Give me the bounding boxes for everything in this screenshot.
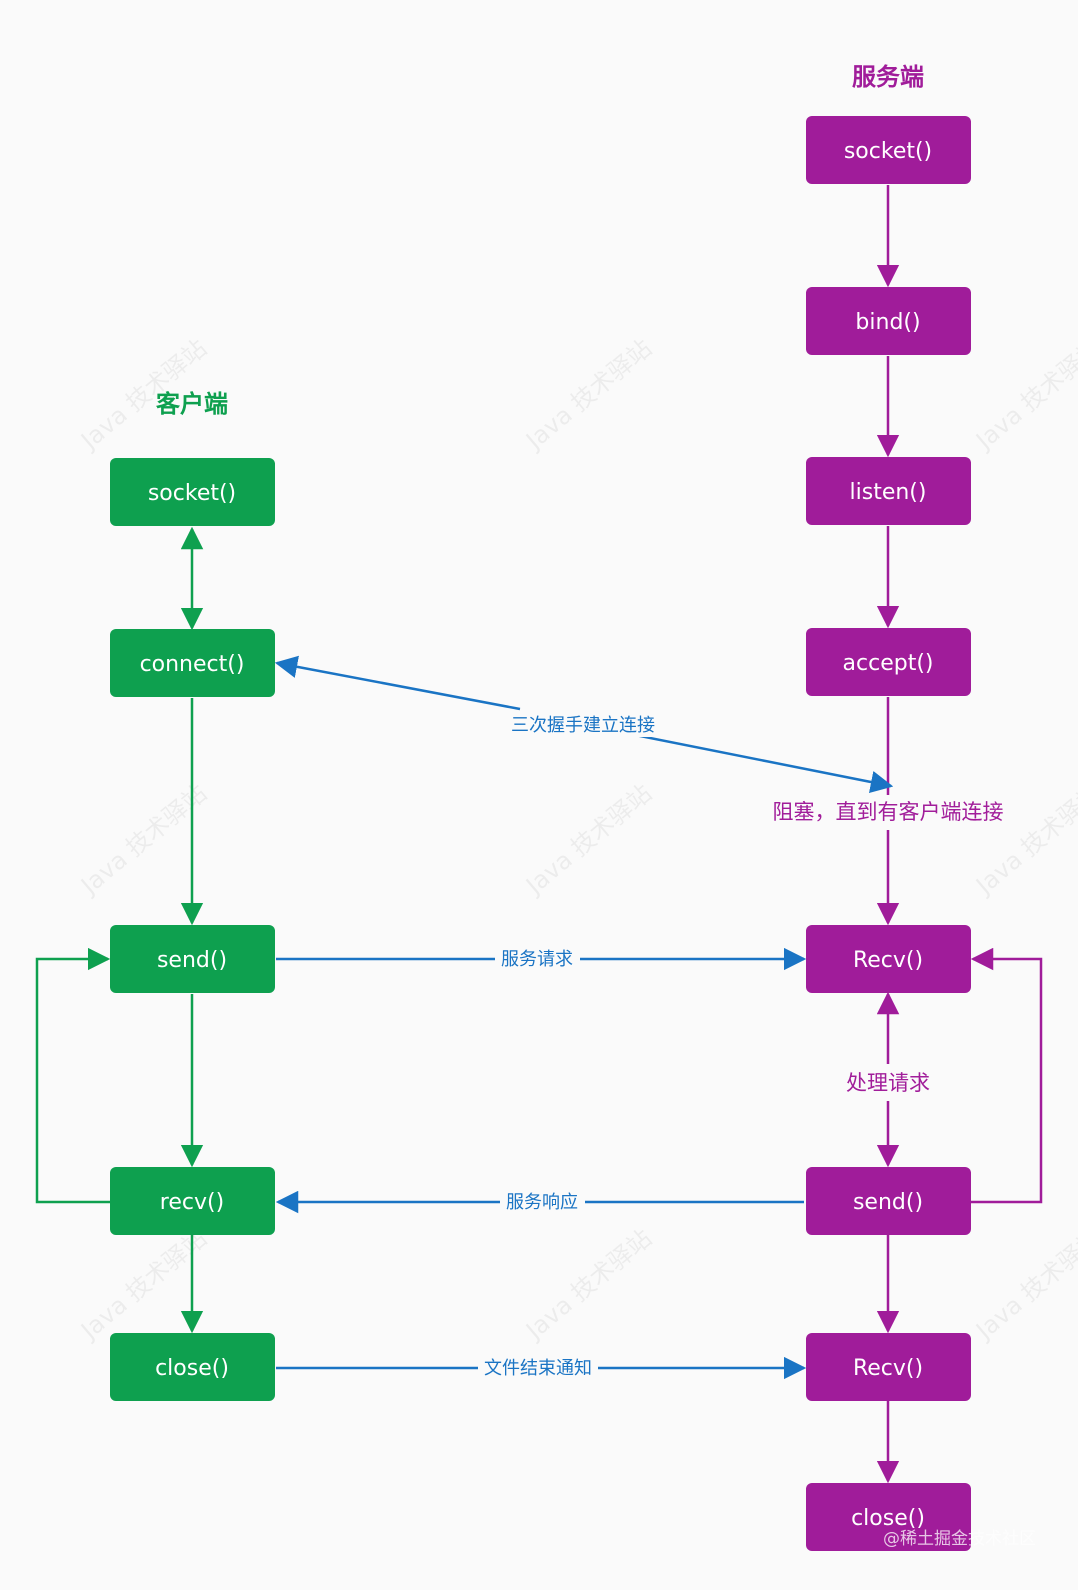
node-label: Recv() (853, 948, 923, 973)
edge-handshake-left (274, 655, 521, 711)
server-node-send: send() (806, 1167, 971, 1235)
node-label: send() (853, 1190, 923, 1215)
server-edges (876, 185, 1043, 1484)
client-node-send: send() (110, 925, 275, 993)
label-backdrop (503, 1191, 581, 1214)
client-edges (35, 526, 204, 1334)
eof-label: 文件结束通知 (484, 1358, 592, 1379)
watermark-text: Java 技术驿站 (519, 779, 657, 901)
request-label: 服务请求 (501, 949, 573, 970)
server-node-recv: Recv() (806, 925, 971, 993)
watermark-text: Java 技术驿站 (969, 1224, 1078, 1346)
node-label: send() (157, 948, 227, 973)
server-title: 服务端 (852, 63, 924, 91)
handshake-label: 三次握手建立连接 (511, 715, 655, 736)
server-node-accept: accept() (806, 628, 971, 696)
node-label: socket() (844, 139, 932, 164)
message-edges (274, 655, 894, 1380)
client-node-recv: recv() (110, 1167, 275, 1235)
server-node-socket: socket() (806, 116, 971, 184)
blocking-note: 阻塞，直到有客户端连接 (773, 800, 1004, 824)
watermark-text: Java 技术驿站 (969, 779, 1078, 901)
node-label: listen() (850, 480, 927, 505)
process-note: 处理请求 (846, 1071, 930, 1095)
server-node-close: close() (806, 1483, 971, 1551)
response-label: 服务响应 (506, 1192, 578, 1213)
credit-text: @稀土掘金技术社区 (883, 1529, 1036, 1549)
label-backdrop (843, 1070, 933, 1096)
edge-loop-send-recv (970, 947, 1043, 1204)
node-label: recv() (160, 1190, 224, 1215)
label-backdrop (498, 948, 576, 971)
server-node-listen: listen() (806, 457, 971, 525)
edge-handshake-right (634, 733, 894, 794)
node-label: Recv() (853, 1356, 923, 1381)
node-label: close() (851, 1506, 925, 1531)
label-backdrop (769, 799, 1007, 825)
client-node-socket: socket() (110, 458, 275, 526)
node-label: close() (155, 1356, 229, 1381)
client-title: 客户端 (156, 390, 228, 418)
server-node-bind: bind() (806, 287, 971, 355)
node-label: bind() (855, 310, 920, 335)
client-node-connect: connect() (110, 629, 275, 697)
node-label: connect() (140, 652, 245, 677)
node-label: socket() (148, 481, 236, 506)
server-node-recv2: Recv() (806, 1333, 971, 1401)
node-label: accept() (843, 651, 934, 676)
watermark-text: Java 技术驿站 (969, 334, 1078, 456)
label-backdrop (481, 1357, 595, 1380)
watermark-text: Java 技术驿站 (519, 334, 657, 456)
label-backdrop (508, 714, 658, 737)
edge-loop-recv-send (35, 947, 111, 1204)
client-node-close: close() (110, 1333, 275, 1401)
watermark-text: Java 技术驿站 (519, 1224, 657, 1346)
